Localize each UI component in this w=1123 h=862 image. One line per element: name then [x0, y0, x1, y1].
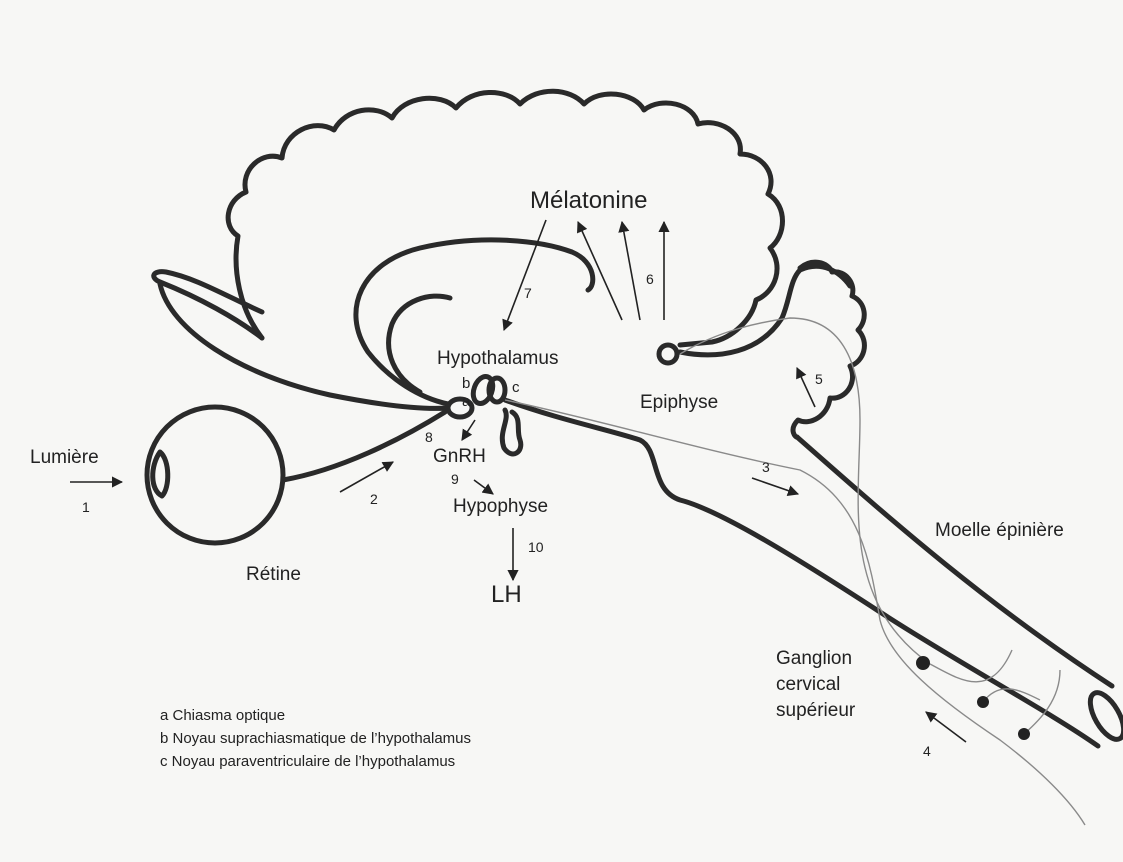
ganglion-dot-1	[916, 656, 930, 670]
label-gnrh: GnRH	[433, 446, 486, 467]
step-number: 4	[923, 743, 931, 759]
pituitary-stalk	[502, 410, 521, 454]
cerebellum-outline	[793, 262, 864, 437]
label-moelle-epiniere: Moelle épinière	[935, 520, 1064, 541]
pineal-gland	[659, 345, 677, 363]
step-number: 7	[524, 285, 532, 301]
label-ganglion-line1: Ganglion	[776, 648, 852, 669]
step-number: 9	[451, 471, 459, 487]
arrow-7	[504, 220, 546, 330]
ganglion-dot-2	[977, 696, 989, 708]
arrow-4	[926, 712, 966, 742]
spinal-cord-end	[1084, 687, 1123, 744]
optic-nerve	[283, 412, 445, 480]
label-lumiere: Lumière	[30, 447, 99, 468]
legend-item-a: a Chiasma optique	[160, 707, 285, 724]
label-retine: Rétine	[246, 564, 301, 585]
step-number: 2	[370, 491, 378, 507]
label-a: a	[462, 393, 471, 410]
step-number: 1	[82, 499, 90, 515]
label-lh: LH	[491, 581, 522, 608]
label-b: b	[462, 375, 470, 392]
label-c: c	[512, 379, 520, 396]
step-number: 10	[528, 539, 544, 555]
neural-pathway-1	[505, 400, 1085, 825]
label-hypophyse: Hypophyse	[453, 496, 548, 517]
inner-arch	[389, 296, 450, 392]
arrow-6b	[622, 222, 640, 320]
step-number: 6	[646, 271, 654, 287]
legend-item-b: b Noyau suprachiasmatique de l’hypothala…	[160, 730, 471, 747]
step-number: 3	[762, 459, 770, 475]
legend-item-c: c Noyau paraventriculaire de l’hypothala…	[160, 753, 455, 770]
arrow-9	[474, 480, 493, 494]
arrow-8	[462, 420, 475, 440]
step-number: 8	[425, 429, 433, 445]
arrow-5	[797, 368, 815, 407]
label-ganglion-line2: cervical	[776, 674, 840, 695]
label-melatonine: Mélatonine	[530, 187, 647, 214]
arrow-2	[340, 462, 393, 492]
eye-lens	[153, 452, 168, 496]
neural-pathway-2	[680, 318, 930, 664]
cerebrum-outline	[228, 91, 782, 345]
arrow-6a	[578, 222, 622, 320]
label-hypothalamus: Hypothalamus	[437, 348, 558, 369]
label-epiphyse: Epiphyse	[640, 392, 718, 413]
ganglion-dot-3	[1018, 728, 1030, 740]
step-number: 5	[815, 371, 823, 387]
arrow-3	[752, 478, 798, 494]
neural-pathway-3	[930, 650, 1060, 734]
pvn-nucleus-c	[489, 378, 505, 402]
label-ganglion-line3: supérieur	[776, 700, 856, 721]
